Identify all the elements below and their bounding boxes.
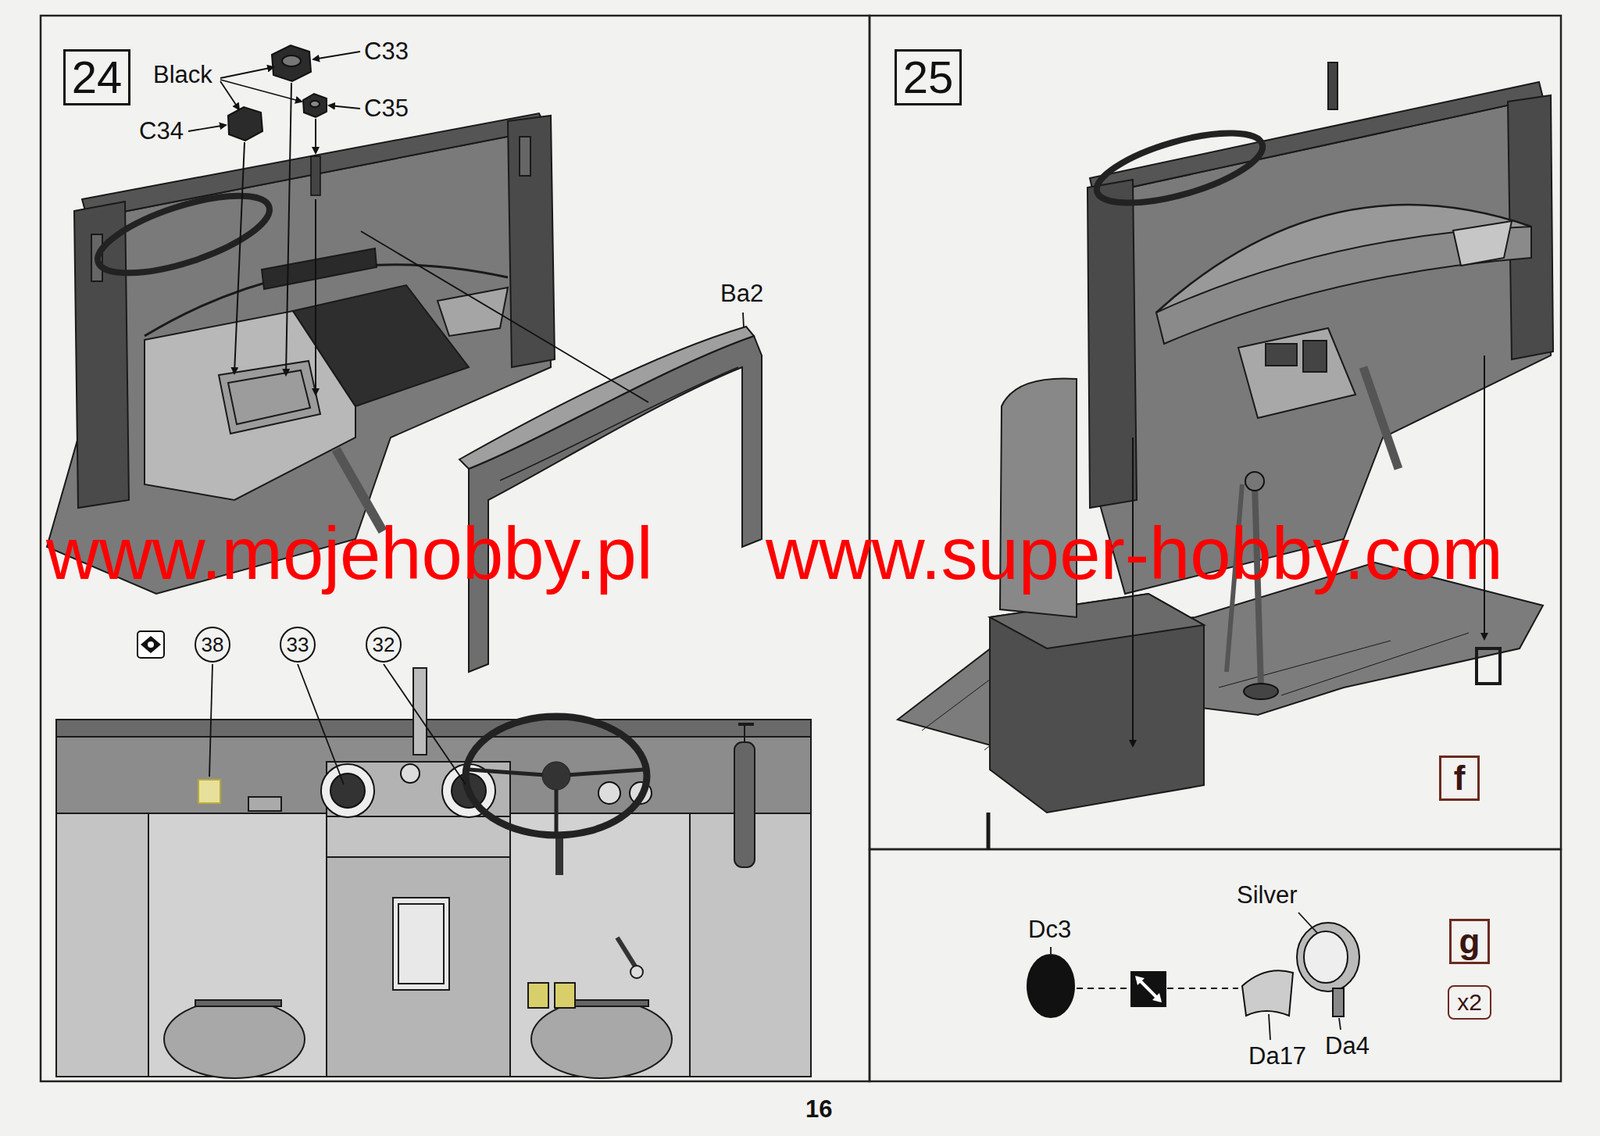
paint-color-label-text: Black — [153, 60, 213, 89]
decal-mark — [198, 779, 221, 804]
step-number-box: 25 — [894, 49, 962, 106]
subassembly-letter: g — [1449, 918, 1490, 965]
node-text: 24 — [71, 54, 123, 100]
part-number: C35 — [364, 94, 409, 123]
paint-color-label: Silver — [1236, 881, 1298, 910]
part-number: Dc3 — [1028, 915, 1072, 944]
part-number-text: C35 — [364, 94, 409, 122]
leader-line — [188, 51, 745, 344]
floor-part — [897, 378, 1543, 850]
cab-front-view — [56, 667, 811, 1079]
node-text: x2 — [1457, 990, 1483, 1015]
part-number-text: Dc3 — [1028, 915, 1072, 943]
step-number-box: 24 — [63, 49, 131, 106]
part-number-text: Da4 — [1325, 1032, 1370, 1060]
assembly-arrow — [234, 82, 316, 395]
small-part — [228, 45, 327, 141]
node-text: 33 — [286, 634, 310, 655]
callout-number: 38 — [194, 626, 231, 663]
steering-wheel — [465, 716, 647, 836]
part-number-text: C33 — [364, 37, 409, 65]
fit-line — [360, 231, 649, 403]
steering-wheel — [1089, 118, 1270, 218]
steering-wheel — [89, 179, 279, 290]
quantity-box: x2 — [1447, 985, 1492, 1020]
part-number: Da17 — [1248, 1042, 1307, 1071]
panel-frame — [40, 15, 1561, 1082]
part-number-text: C34 — [139, 117, 184, 145]
page-number: 16 — [805, 1095, 833, 1124]
decal-icon — [137, 631, 165, 658]
callout-number: 33 — [279, 626, 316, 663]
light-part — [1242, 922, 1360, 1017]
leader-line — [1050, 912, 1341, 1040]
fender-part — [459, 326, 762, 672]
rod-part — [310, 156, 321, 196]
part-number-text: Da17 — [1248, 1042, 1307, 1070]
node-text: 25 — [903, 54, 954, 100]
watermark-text: www.super-hobby.com — [765, 512, 1504, 595]
subassembly-letter: f — [1439, 755, 1480, 801]
node-text: g — [1459, 924, 1481, 959]
node-text: f — [1453, 760, 1466, 796]
callout-number: 32 — [365, 626, 402, 663]
watermark: www.super-hobby.com — [765, 511, 1504, 597]
part-number: Ba2 — [720, 279, 764, 308]
paint-color-label-text: Silver — [1236, 881, 1298, 909]
node-text: 32 — [372, 634, 396, 655]
paint-color-label: Black — [153, 60, 213, 90]
watermark-text: www.mojehobby.pl — [46, 512, 654, 595]
glue-icon — [1130, 971, 1167, 1008]
part-number: C33 — [364, 37, 409, 66]
node-text: 38 — [201, 634, 225, 655]
page-number-text: 16 — [805, 1095, 833, 1123]
part-number: C34 — [139, 117, 184, 146]
watermark: www.mojehobby.pl — [46, 511, 654, 597]
part-number-text: Ba2 — [720, 279, 764, 308]
lens-part — [1027, 954, 1075, 1018]
part-number: Da4 — [1325, 1032, 1370, 1061]
callout-leader — [209, 664, 466, 785]
